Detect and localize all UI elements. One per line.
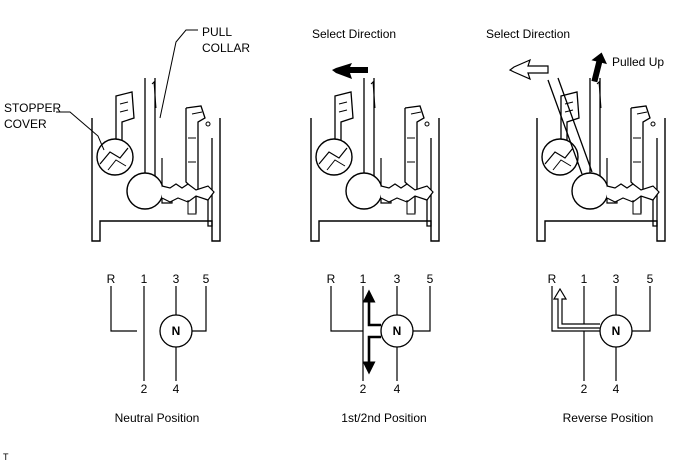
- select-direction-label-1: Select Direction: [312, 27, 396, 41]
- stopper-cover-label-line1: STOPPER: [4, 101, 61, 115]
- gate-5: 5: [647, 272, 654, 286]
- shift-pattern-neutral: N R 1 3 5 2 4: [107, 272, 210, 396]
- gate-3: 3: [394, 272, 401, 286]
- neutral-letter: N: [172, 324, 181, 338]
- gate-3: 3: [173, 272, 180, 286]
- gate-2: 2: [360, 382, 367, 396]
- neutral-letter: N: [393, 324, 402, 338]
- move-arrow-to-r: [552, 287, 600, 329]
- shift-pattern-1st-2nd: N R 1 3 5 2 4: [327, 272, 434, 396]
- neutral-circle: [599, 314, 633, 348]
- mechanism-neutral: [91, 77, 221, 242]
- gate-3: 3: [613, 272, 620, 286]
- pulled-up-label: Pulled Up: [612, 55, 664, 69]
- neutral-circle: [380, 314, 414, 348]
- shift-pattern-reverse: N R 1 3 5 2 4: [548, 272, 654, 396]
- gate-4: 4: [173, 382, 180, 396]
- gate-5: 5: [427, 272, 434, 286]
- move-arrow-to-2: [362, 335, 381, 375]
- move-arrow-to-1: [362, 289, 381, 327]
- select-direction-arrow-1: [332, 63, 368, 79]
- caption-reverse: Reverse Position: [563, 411, 654, 425]
- tilted-shift-rod: [547, 77, 593, 175]
- gate-r: R: [327, 272, 336, 286]
- gate-2: 2: [581, 382, 588, 396]
- gate-4: 4: [613, 382, 620, 396]
- gate-r: R: [548, 272, 557, 286]
- gate-4: 4: [394, 382, 401, 396]
- pulled-up-arrow: [591, 52, 607, 83]
- stopper-cover-leader: [56, 111, 105, 151]
- mechanism-1st-2nd: [310, 77, 440, 242]
- gate-1: 1: [581, 272, 588, 286]
- select-direction-label-2: Select Direction: [486, 27, 570, 41]
- gate-r: R: [107, 272, 116, 286]
- pull-collar-label-line1: PULL: [202, 25, 232, 39]
- gate-1: 1: [360, 272, 367, 286]
- neutral-letter: N: [612, 324, 621, 338]
- pull-collar-leader: [159, 29, 198, 119]
- neutral-circle: [159, 314, 193, 348]
- select-direction-arrow-2: [508, 58, 549, 81]
- caption-neutral: Neutral Position: [115, 411, 200, 425]
- pull-collar-label-line2: COLLAR: [202, 41, 250, 55]
- footer-mark: T: [3, 452, 9, 462]
- caption-1st-2nd: 1st/2nd Position: [341, 411, 426, 425]
- stopper-cover-label-line2: COVER: [4, 117, 47, 131]
- gate-5: 5: [203, 272, 210, 286]
- gate-1: 1: [141, 272, 148, 286]
- gate-2: 2: [141, 382, 148, 396]
